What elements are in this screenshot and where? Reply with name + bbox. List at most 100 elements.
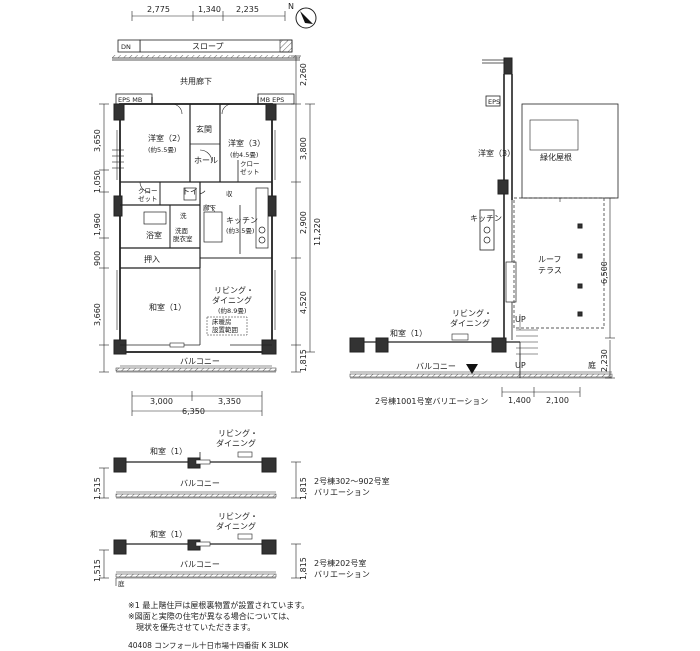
top-dim-1: 2,775	[147, 5, 170, 14]
right-dim-1: 2,260	[299, 63, 308, 86]
hallway-label: 廊下	[203, 203, 217, 212]
variation-1001-plan: EPS 洋室（3） 緑化屋根 キッチン ルーフ テラス リビング・ ダイニング …	[349, 57, 619, 406]
v1001-washitsu-label: 和室（1）	[390, 328, 427, 338]
top-dim-3: 2,235	[236, 5, 259, 14]
floor-heating-label-2: 設置範囲	[212, 325, 238, 334]
kitchen-size: (約3.5畳)	[226, 226, 254, 235]
closet-1-label: クロー	[138, 187, 158, 195]
v302-living-label: リビング・	[218, 428, 258, 438]
v1001-living-label-2: ダイニング	[450, 318, 490, 328]
v1001-balcony-label: バルコニー	[416, 362, 456, 371]
left-dim-4: 900	[93, 251, 102, 266]
footer-line: 40408 コンフォール十日市場十四番街 K 3LDK	[128, 640, 288, 651]
v202-garden-label: 庭	[118, 579, 125, 588]
wash-label: 洗	[180, 211, 187, 220]
western-room-3-size: (約4.5畳)	[230, 150, 258, 159]
storage-label: 収	[226, 190, 233, 198]
main-walls	[113, 97, 277, 355]
washroom-label: 洗面	[175, 226, 189, 235]
v1001-bottom-dim-1: 1,400	[508, 396, 531, 405]
v1001-up-label-2: UP	[515, 361, 526, 370]
bottom-dimension-line	[131, 391, 263, 416]
floor-heating-label: 床暖房	[212, 317, 232, 326]
slope-dn-label: DN	[121, 43, 131, 51]
left-dim-1: 3,650	[93, 129, 102, 152]
closet-1-label-b: ゼット	[138, 194, 158, 203]
left-dimension-line	[99, 103, 109, 373]
living-label-2: ダイニング	[212, 295, 252, 305]
top-dim-2: 1,340	[198, 5, 221, 14]
v1001-caption: 2号棟1001号室バリエーション	[375, 396, 488, 406]
v302-balcony-label: バルコニー	[180, 479, 220, 488]
v1001-right-dim-2: 2,230	[600, 349, 609, 372]
v1001-green-roof-label: 緑化屋根	[540, 152, 572, 162]
left-dim-2: 1,050	[93, 170, 102, 193]
right-dim-5: 1,815	[299, 349, 308, 372]
v1001-right-dim-1: 6,500	[600, 261, 609, 284]
v202-left-dim: 1,515	[93, 559, 102, 582]
closet-2-label-b: ゼット	[240, 167, 260, 176]
v1001-western-3-label: 洋室（3）	[478, 148, 515, 158]
oshiire-label: 押入	[144, 254, 160, 264]
western-room-3-label: 洋室（3）	[228, 138, 265, 148]
western-room-2-size: (約5.5畳)	[148, 145, 176, 154]
left-dim-5: 3,660	[93, 303, 102, 326]
v302-caption-2: バリエーション	[314, 488, 370, 497]
v1001-living-label: リビング・	[452, 308, 492, 318]
corridor-label: 共用廊下	[180, 76, 212, 86]
note-line-1: ※1 最上階住戸は屋根裏物置が設置されています。	[128, 601, 310, 610]
v1001-eps-label: EPS	[488, 98, 500, 106]
v302-living-label-2: ダイニング	[216, 438, 256, 448]
bottom-dim-total: 6,350	[182, 407, 205, 416]
variation-202-plan: リビング・ ダイニング 和室（1） バルコニー 庭 1,515 1,815 2号…	[93, 511, 370, 588]
left-dim-3: 1,960	[93, 213, 102, 236]
bottom-dim-2: 3,350	[218, 397, 241, 406]
v1001-up-label-1: UP	[515, 315, 526, 324]
v302-washitsu-label: 和室（1）	[150, 446, 187, 456]
v202-washitsu-label: 和室（1）	[150, 529, 187, 539]
v202-living-label: リビング・	[218, 511, 258, 521]
note-line-2: ※図面と実際の住宅が異なる場合については、	[128, 612, 295, 621]
v1001-roof-terrace-label-2: テラス	[538, 266, 562, 275]
v202-right-dim: 1,815	[299, 557, 308, 580]
v1001-roof-terrace-label: ルーフ	[538, 255, 562, 264]
north-compass-icon: N	[288, 2, 317, 29]
triangle-marker-icon	[466, 364, 478, 374]
note-line-3: 現状を優先させていただきます。	[136, 623, 256, 632]
v202-caption-2: バリエーション	[314, 570, 370, 579]
slope-label: スロープ	[192, 42, 224, 51]
hall-label: ホール	[194, 156, 218, 165]
washitsu-label: 和室（1）	[149, 302, 186, 312]
eps-right-label: MB EPS	[260, 96, 284, 104]
v202-balcony-label: バルコニー	[180, 560, 220, 569]
toilet-label: トイレ	[182, 187, 206, 196]
right-dim-3: 2,900	[299, 211, 308, 234]
bath-label: 浴室	[146, 230, 162, 240]
closet-2-label: クロー	[240, 160, 260, 168]
v202-caption-1: 2号棟202号室	[314, 558, 366, 568]
variation-302-plan: リビング・ ダイニング 和室（1） バルコニー 1,515 1,815 2号棟3…	[93, 428, 390, 500]
v1001-bottom-dim-2: 2,100	[546, 396, 569, 405]
v302-caption-1: 2号棟302〜902号室	[314, 476, 390, 486]
v1001-garden-label: 庭	[588, 360, 596, 370]
right-dimension-line	[291, 55, 315, 373]
v302-right-dim: 1,815	[299, 477, 308, 500]
kitchen-label: キッチン	[226, 216, 258, 225]
balcony-outline	[115, 342, 277, 373]
main-floor-plan: 2,775 1,340 2,235 DN スロープ 共用廊下 EPS MB MB…	[93, 5, 322, 416]
footer-text: コンフォール十日市場十四番街 K 3LDK	[154, 641, 289, 650]
v1001-kitchen-label: キッチン	[470, 214, 502, 223]
living-label: リビング・	[214, 285, 254, 295]
western-room-2-label: 洋室（2）	[148, 133, 185, 143]
balcony-label: バルコニー	[180, 357, 220, 366]
right-dim-4: 4,520	[299, 291, 308, 314]
v202-living-label-2: ダイニング	[216, 521, 256, 531]
top-dimension-line	[131, 11, 286, 21]
right-dim-2: 3,800	[299, 137, 308, 160]
footer-id: 40408	[128, 641, 152, 650]
right-dim-total: 11,220	[313, 218, 322, 246]
bottom-dim-1: 3,000	[150, 397, 173, 406]
v302-left-dim: 1,515	[93, 477, 102, 500]
eps-left-label: EPS MB	[118, 96, 142, 104]
